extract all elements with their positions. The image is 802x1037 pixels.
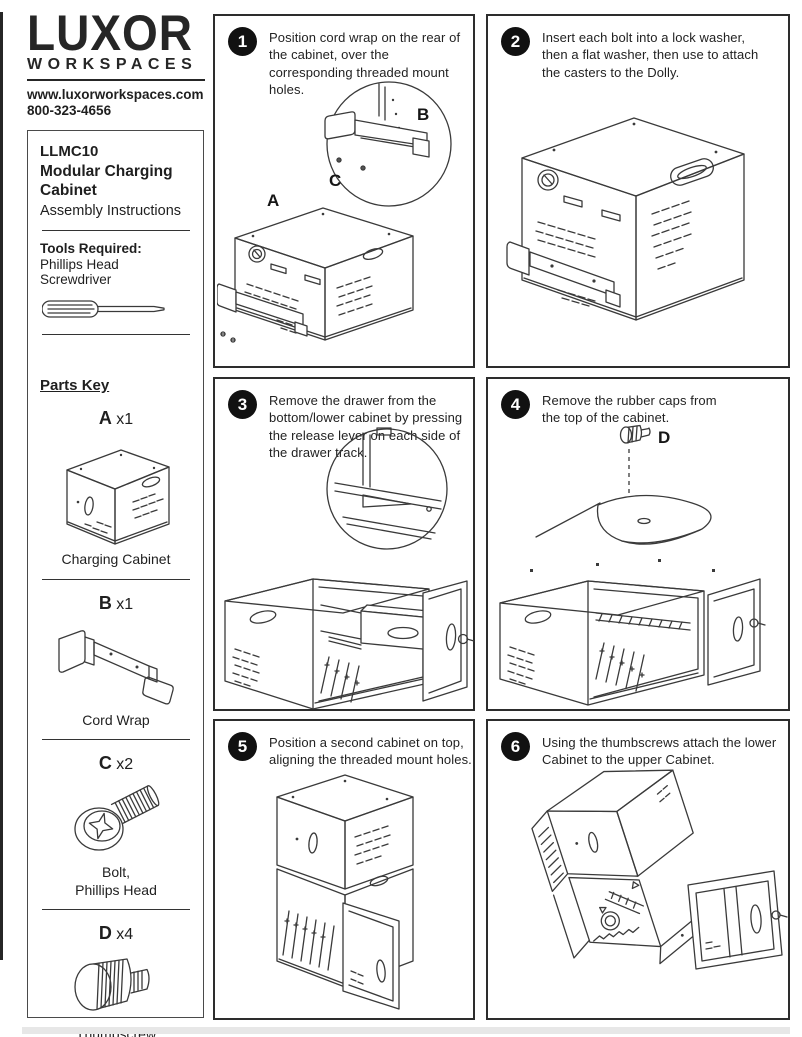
step-5-number-badge: 5: [228, 732, 257, 761]
part-a-qty: x1: [116, 411, 134, 429]
step-2-number-badge: 2: [501, 27, 530, 56]
phone-text: 800-323-4656: [27, 103, 112, 118]
bolt-illustration: [74, 785, 160, 851]
part-a-heading: A x1: [40, 408, 192, 429]
step-4-text: Remove the rubber caps from the top of t…: [542, 393, 717, 426]
sidebar-info-box: LLMC10 Modular Charging Cabinet Assembly…: [27, 130, 204, 1037]
step-2-text: Insert each bolt into a lock washer, the…: [542, 30, 759, 80]
divider: [42, 334, 190, 336]
step-6-illustration: [531, 769, 788, 970]
scan-edge-artifact: [0, 12, 3, 960]
part-b-heading: B x1: [40, 593, 192, 614]
website-text: www.luxorworkspaces.com: [27, 87, 204, 102]
product-model: LLMC10: [40, 143, 99, 160]
part-a-name: Charging Cabinet: [61, 551, 171, 568]
cord-wrap-illustration: [58, 630, 174, 705]
logo-divider: [27, 79, 205, 81]
step-1-label-b: B: [417, 105, 429, 124]
step-6-panel: 6 Using the thumbscrews attach the lower…: [486, 719, 790, 1020]
divider: [42, 578, 190, 580]
thumbscrew-illustration: [74, 958, 150, 1011]
step-1-label-a: A: [267, 191, 279, 210]
part-c-heading: C x2: [40, 753, 192, 774]
step-3-illustration: [224, 427, 475, 709]
step-4-label-d: D: [658, 428, 670, 447]
step-3-number-badge: 3: [228, 390, 257, 419]
step-5-text: Position a second cabinet on top, aligni…: [269, 735, 472, 768]
page-footer-strip: [22, 1027, 790, 1034]
part-d-letter: D: [98, 923, 112, 944]
step-5-panel: 5 Position a second cabinet on top, alig…: [213, 719, 475, 1020]
divider: [42, 230, 190, 232]
step-1-number-badge: 1: [228, 27, 257, 56]
screwdriver-icon: [42, 300, 165, 318]
step-2-illustration: [506, 117, 745, 321]
step-3-panel: 3 Remove the drawer from the bottom/lowe…: [213, 377, 475, 711]
step-6-text: Using the thumbscrews attach the lower C…: [542, 735, 777, 768]
step-1-label-c: C: [329, 171, 341, 190]
part-c-name: Bolt, Phillips Head: [75, 864, 157, 898]
part-b-qty: x1: [116, 595, 134, 613]
step-4-number-badge: 4: [501, 390, 530, 419]
step-2-panel: 2 Insert each bolt into a lock washer, t…: [486, 14, 790, 368]
part-c-letter: C: [98, 753, 112, 774]
luxor-logo: LUXOR: [27, 4, 193, 61]
divider: [42, 739, 190, 741]
part-a-letter: A: [98, 408, 112, 429]
step-1-text: Position cord wrap on the rear of the ca…: [269, 30, 461, 98]
luxor-logo-subtitle: WORKSPACES: [27, 56, 198, 73]
step-4-illustration: D: [499, 424, 766, 706]
step-4-panel: 4 Remove the rubber caps from the top of…: [486, 377, 790, 711]
product-subtitle: Assembly Instructions: [40, 202, 182, 219]
part-b-name: Cord Wrap: [82, 711, 150, 728]
step-1-panel: 1 Position cord wrap on the rear of the …: [213, 14, 475, 368]
brand-header: LUXOR WORKSPACES www.luxorworkspaces.com…: [27, 8, 205, 118]
step-6-number-badge: 6: [501, 732, 530, 761]
part-d-heading: D x4: [40, 923, 192, 944]
tools-required-list: Phillips Head Screwdriver: [40, 257, 119, 288]
step-1-illustration: B C A: [217, 81, 452, 343]
divider: [42, 909, 190, 911]
part-d-qty: x4: [116, 926, 134, 944]
step-5-illustration: [276, 774, 414, 1010]
parts-key-heading: Parts Key: [40, 377, 110, 395]
step-3-text: Remove the drawer from the bottom/lower …: [269, 393, 463, 461]
tools-required-heading: Tools Required:: [40, 241, 142, 257]
part-b-letter: B: [98, 592, 112, 613]
part-c-qty: x2: [116, 756, 134, 774]
charging-cabinet-illustration: [66, 449, 170, 545]
product-name: Modular Charging Cabinet: [40, 162, 173, 200]
